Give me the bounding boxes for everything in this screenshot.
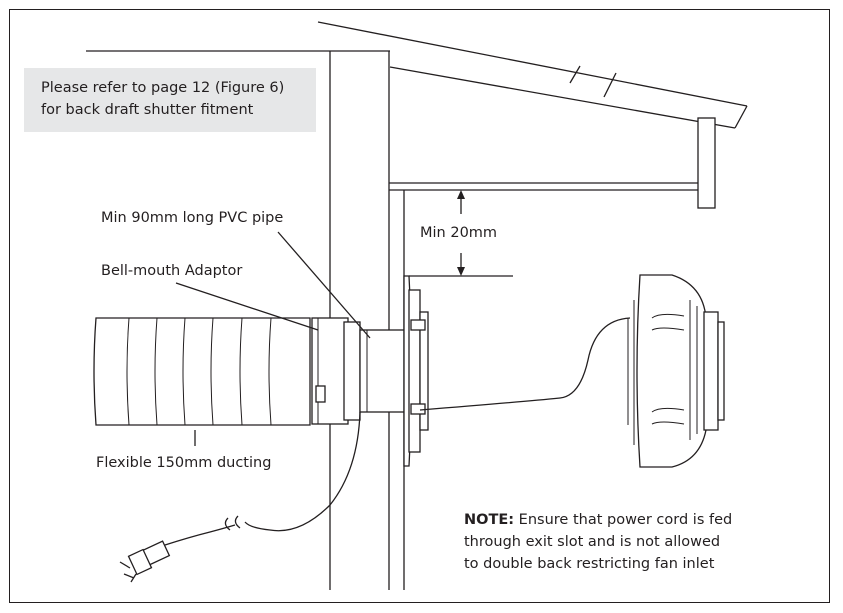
- pvc-pipe: [359, 329, 405, 413]
- power-cord: [164, 317, 631, 546]
- roof: [317, 21, 748, 129]
- note-heading: NOTE:: [464, 512, 515, 528]
- note-line1-text: Ensure that power cord is fed: [514, 512, 733, 528]
- min-gap-label: Min 20mm: [420, 225, 498, 241]
- fan-unit: [627, 274, 725, 468]
- note-line2: through exit slot and is not allowed: [464, 534, 721, 550]
- flexible-ducting: [93, 317, 311, 446]
- bell-mouth-leader: [175, 282, 319, 331]
- note-text: NOTE: Ensure that power cord is fed thro…: [464, 509, 732, 575]
- bell-mouth-label: Bell-mouth Adaptor: [101, 263, 243, 279]
- bell-mouth-adaptor: [311, 317, 361, 425]
- pvc-pipe-leader: [277, 231, 371, 339]
- pvc-pipe-label: Min 90mm long PVC pipe: [101, 210, 284, 226]
- plug-icon: [119, 540, 171, 583]
- min-gap-dimension: [409, 190, 513, 277]
- note-line3: to double back restricting fan inlet: [464, 556, 715, 572]
- eave-soffit: [389, 117, 716, 209]
- diagram-frame: [9, 9, 830, 603]
- note-line1: NOTE: Ensure that power cord is fed: [464, 509, 732, 531]
- wall-flange: [403, 275, 429, 467]
- refer-note-box: Please refer to page 12 (Figure 6) for b…: [24, 68, 316, 132]
- refer-note-line1: Please refer to page 12 (Figure 6): [41, 80, 285, 96]
- refer-note-line2: for back draft shutter fitment: [41, 102, 254, 118]
- ducting-label: Flexible 150mm ducting: [96, 455, 272, 471]
